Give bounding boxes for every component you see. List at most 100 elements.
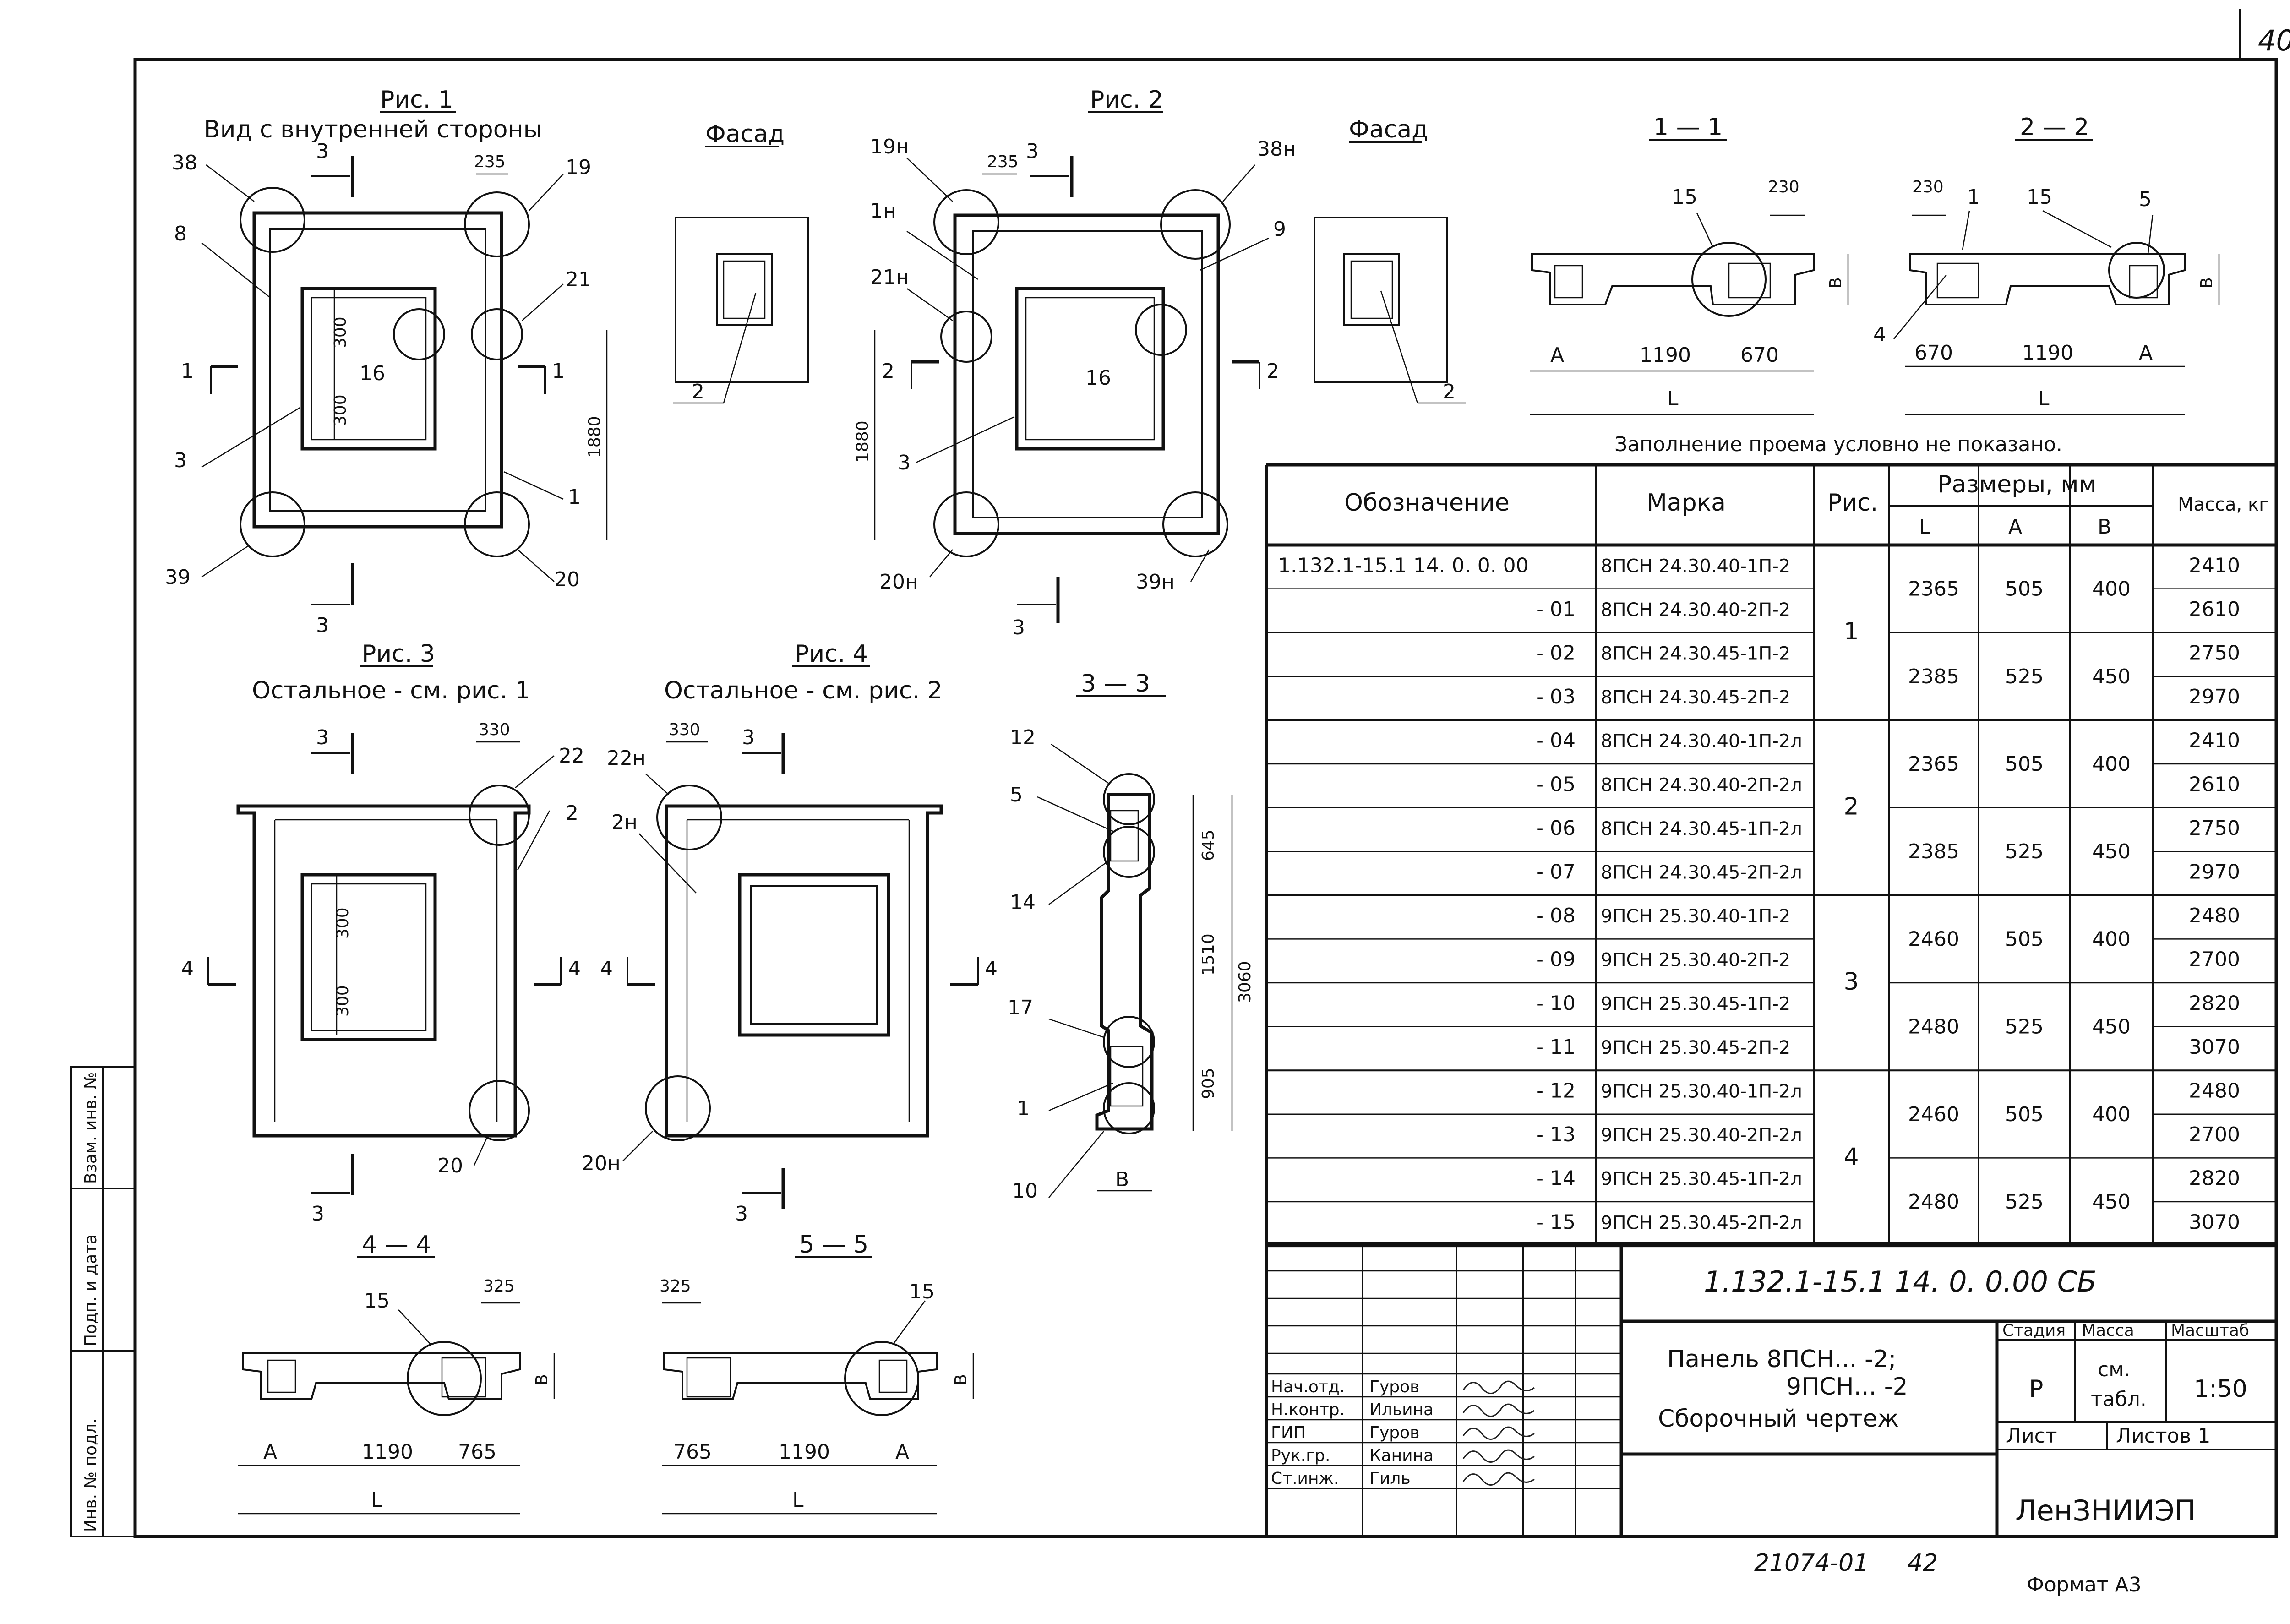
row-designation: - 11	[1536, 1035, 1576, 1059]
fig4-dim-330: 330	[669, 720, 700, 739]
fig4-callout-2n: 2н	[611, 811, 638, 834]
fig1-node-16	[393, 308, 445, 360]
sec33-dim-905: 905	[1199, 1068, 1218, 1099]
fig2-callout-1n: 1н	[870, 199, 896, 223]
row-mass: 2410	[2189, 729, 2240, 752]
sec11-dim-v: В	[1827, 277, 1845, 289]
fig2-section-2-left: 2	[882, 360, 894, 383]
fig2-callout-16: 16	[1085, 366, 1111, 390]
row-mass: 2820	[2189, 992, 2240, 1015]
th-b: В	[2098, 515, 2111, 539]
sec22-dim-670: 670	[1914, 341, 1953, 365]
sec33-callout-1: 1	[1017, 1097, 1030, 1120]
tb-sheet-label: Лист	[2006, 1424, 2057, 1448]
fig1-callout-19: 19	[566, 156, 591, 179]
footer-code: 21074-01	[1754, 1549, 1869, 1577]
row-dim-l: 2365	[1908, 578, 1959, 601]
section-4-4: 4 — 4 15 325 В А 1190 765 L	[238, 1231, 555, 1515]
sec44-dim-765: 765	[458, 1440, 496, 1464]
sec55-callout-15: 15	[909, 1280, 935, 1303]
section-5-5: 5 — 5 15 325 В 765 1190 А L	[660, 1231, 974, 1515]
row-designation: - 06	[1536, 817, 1576, 840]
fig3-callout-20: 20	[437, 1154, 463, 1177]
fig1-callout-20: 20	[554, 568, 580, 591]
fasad2: Фасад 2	[1314, 116, 1466, 404]
spec-table: Обозначение Марка Рис. Размеры, мм L А В…	[1265, 463, 2278, 1248]
row-dim-l: 2480	[1908, 1190, 1959, 1214]
sec44-callout-15: 15	[364, 1289, 390, 1313]
tb-name-2: 9ПСН... -2	[1786, 1373, 1908, 1401]
fig1-window-opening	[300, 287, 437, 451]
tb-name-3: Сборочный чертеж	[1658, 1405, 1899, 1433]
row-designation: - 03	[1536, 685, 1576, 708]
row-dim-b: 400	[2092, 578, 2131, 601]
side-stamp: Инв. № подл. Подп. и дата Взам. инв. №	[70, 1066, 136, 1537]
fig3-section-3-top: 3	[316, 726, 329, 749]
row-dim-b: 400	[2092, 752, 2131, 776]
sec55-dim-l: L	[792, 1488, 804, 1512]
row-designation: - 01	[1536, 598, 1576, 621]
row-mark: 9ПСН 25.30.45-1П-2л	[1601, 1169, 1802, 1190]
sec44-dim-1190: 1190	[362, 1440, 413, 1464]
row-mark: 8ПСН 24.30.45-1П-2л	[1601, 818, 1802, 839]
tb-person-name: Ильина	[1369, 1401, 1434, 1419]
fig2-panel-outline	[953, 213, 1220, 535]
fig1-callout-1: 1	[568, 485, 581, 509]
sec55-title: 5 — 5	[799, 1231, 868, 1259]
fig1-dim-300b: 300	[331, 394, 350, 426]
fasad2-title: Фасад	[1349, 116, 1428, 143]
sec33-callout-12: 12	[1010, 726, 1036, 749]
tb-person-name: Канина	[1369, 1446, 1434, 1465]
fig1-node-38	[240, 187, 305, 253]
row-mark: 8ПСН 24.30.40-1П-2л	[1601, 731, 1802, 752]
fig1-section-3-top: 3	[316, 140, 329, 163]
fig2-callout-38n: 38н	[1257, 137, 1296, 161]
sec22-dim-l: L	[2038, 387, 2050, 410]
fig2-node-21n	[940, 311, 992, 363]
fig3-callout-2: 2	[566, 801, 578, 825]
sec33-dim-v: В	[1115, 1168, 1129, 1191]
fasad1-callout-2: 2	[692, 380, 704, 403]
row-mass: 2970	[2189, 685, 2240, 708]
fig1: Рис. 1 Вид с внутренней стороны 38 19 8 …	[165, 86, 608, 637]
sec55-dim-765: 765	[673, 1440, 712, 1464]
row-mass: 3070	[2189, 1210, 2240, 1234]
fig1-subtitle: Вид с внутренней стороны	[204, 116, 542, 143]
th-designation: Обозначение	[1344, 489, 1510, 517]
row-mark: 8ПСН 24.30.40-2П-2л	[1601, 774, 1802, 796]
row-mark: 8ПСН 24.30.45-1П-2	[1601, 643, 1790, 664]
row-dim-a: 505	[2005, 752, 2044, 776]
th-mass: Масса, кг	[2178, 494, 2268, 515]
sec44-title: 4 — 4	[362, 1231, 431, 1259]
fig3-panel-outline	[236, 804, 531, 1138]
row-mark: 8ПСН 24.30.45-2П-2л	[1601, 862, 1802, 883]
sec22-dim-230: 230	[1912, 178, 1944, 196]
fig2-title: Рис. 2	[1090, 86, 1163, 114]
fill-note: Заполнение проема условно не показано.	[1614, 433, 2062, 456]
row-mass: 2480	[2189, 1079, 2240, 1102]
fig1-dim-1880: 1880	[585, 416, 604, 458]
row-dim-a: 505	[2005, 927, 2044, 951]
row-mass: 2480	[2189, 904, 2240, 927]
row-mass: 2410	[2189, 554, 2240, 577]
tb-org: ЛенЗНИИЭП	[2015, 1494, 2196, 1527]
section-2-2: 2 — 2 1 15 5 4 230 В 670 1190 А L	[1873, 114, 2220, 415]
sec33-title: 3 — 3	[1081, 670, 1150, 698]
tb-stage-label: Стадия	[2002, 1321, 2066, 1340]
fig1-node-21	[471, 308, 523, 360]
row-designation: - 10	[1536, 992, 1576, 1015]
row-mark: 8ПСН 24.30.40-2П-2	[1601, 599, 1790, 621]
th-a: А	[2008, 515, 2022, 539]
tb-person-name: Гуров	[1369, 1378, 1419, 1396]
sec44-dim-a: А	[263, 1440, 277, 1464]
row-designation: - 15	[1536, 1210, 1576, 1234]
row-dim-a: 505	[2005, 1103, 2044, 1126]
fig2-callout-9: 9	[1273, 218, 1286, 241]
fig3: Рис. 3 Остальное - см. рис. 1 22 2 20 33…	[181, 640, 584, 1226]
fig1-title: Рис. 1	[380, 86, 453, 114]
row-dim-l: 2385	[1908, 840, 1959, 863]
fig1-callout-39: 39	[165, 566, 191, 589]
fig1-dim-235: 235	[474, 153, 506, 171]
fig3-subtitle: Остальное - см. рис. 1	[252, 677, 530, 704]
sec22-callout-1: 1	[1967, 185, 1980, 209]
